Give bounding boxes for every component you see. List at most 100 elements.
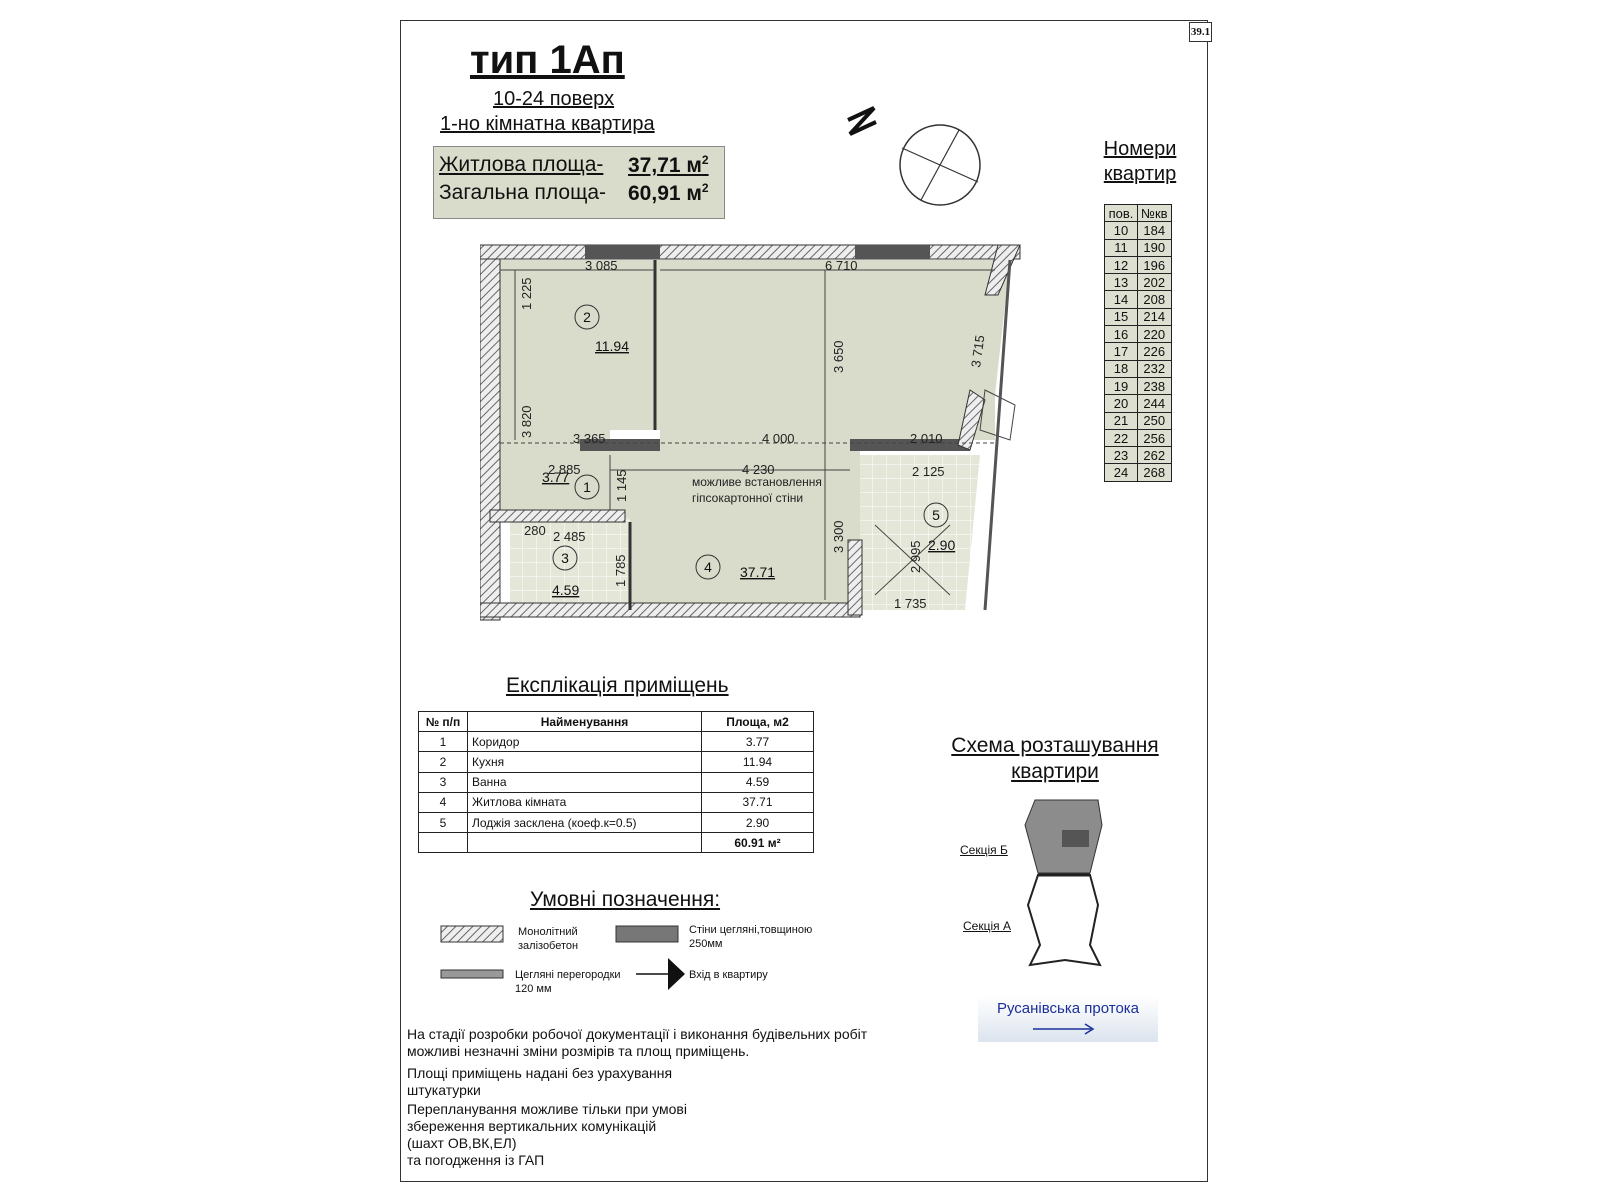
- apartment-number-cell: 262: [1137, 446, 1172, 465]
- legend-symbols: [440, 925, 685, 990]
- building-schema: [1024, 799, 1103, 967]
- floor-cell: 17: [1104, 342, 1138, 361]
- living-room: [660, 260, 995, 440]
- river-flow-arrow-icon: [1033, 1023, 1095, 1035]
- north-letter-icon: [847, 106, 877, 136]
- room-area-cell: 3.77: [701, 731, 814, 753]
- room-area-1: 3.77: [542, 469, 569, 485]
- river-indicator: Русанівська протока: [978, 996, 1158, 1042]
- floor-cell: 18: [1104, 359, 1138, 378]
- apartment-marker: [1062, 830, 1089, 847]
- dimension-label: 1 225: [519, 277, 534, 310]
- table-header-row: № п/п Найменування Площа, м2: [418, 710, 814, 733]
- floor-cell: 19: [1104, 376, 1138, 396]
- apartment-number-cell: 256: [1137, 428, 1172, 448]
- unit-power: 2: [701, 181, 709, 195]
- dimension-label: 4 230: [742, 462, 775, 477]
- floor-cell: 13: [1104, 273, 1138, 292]
- floor-cell: 24: [1104, 463, 1138, 482]
- kitchen-room: [500, 260, 660, 430]
- entrance-symbol-icon: [668, 958, 685, 990]
- floor-cell: 14: [1104, 290, 1138, 309]
- apartment-numbers-title: Номери квартир: [1103, 138, 1177, 185]
- dimension-label: 2 885: [548, 462, 581, 477]
- plan-title: тип 1Ап: [470, 38, 625, 82]
- floor-cell: 22: [1104, 428, 1138, 448]
- dimension-label: 2 010: [910, 431, 943, 446]
- unit-power: 2: [701, 153, 709, 167]
- room-number-5: 5: [932, 507, 940, 523]
- row-number-cell: 4: [418, 791, 468, 813]
- river-label: Русанівська протока: [996, 1000, 1140, 1017]
- room-number-4: 4: [704, 559, 712, 575]
- dimension-label: 2 125: [912, 464, 945, 479]
- total-area-label: Загальна площа-: [439, 181, 607, 204]
- apartment-number-cell: 208: [1137, 290, 1172, 309]
- dimension-label: 1 735: [894, 596, 927, 611]
- apartment-number-cell: 214: [1137, 307, 1172, 327]
- room-number-3: 3: [561, 550, 569, 566]
- note-changes: На стадії розробки робочої документації …: [407, 1026, 868, 1059]
- room-name-cell: Ванна: [467, 771, 702, 793]
- row-number-cell: 1: [418, 731, 468, 753]
- apartment-number-cell: 238: [1137, 376, 1172, 396]
- total-row: 60.91 м²: [418, 832, 814, 854]
- room-area-cell: 2.90: [701, 811, 814, 834]
- apartment-number-cell: 184: [1137, 221, 1172, 240]
- dimension-label: 4 000: [762, 431, 795, 446]
- room-number-2: 2: [583, 309, 591, 325]
- room-area-cell: 4.59: [701, 771, 814, 793]
- dimension-label: 3 365: [573, 431, 606, 446]
- room-area-5: 2.90: [928, 537, 955, 553]
- dimension-label: 3 650: [831, 340, 846, 373]
- apartment-number-cell: 226: [1137, 342, 1172, 361]
- dimension-label: 3 085: [585, 258, 618, 273]
- apartment-number-cell: 244: [1137, 394, 1172, 413]
- dimension-label: 3 715: [968, 334, 987, 368]
- legend-title: Умовні позначення:: [530, 888, 721, 911]
- apartment-number-cell: 250: [1137, 411, 1172, 430]
- living-area: Житлова площа- 37,71 м2: [439, 153, 709, 177]
- dimension-label: 6 710: [825, 258, 858, 273]
- apartment-number-cell: 220: [1137, 325, 1172, 344]
- total-area-cell: 60.91 м²: [701, 832, 814, 854]
- area-summary: Житлова площа- 37,71 м2 Загальна площа- …: [433, 146, 725, 219]
- explication-title: Експлікація приміщень: [506, 674, 729, 697]
- section-a-shape: [1026, 874, 1102, 967]
- floor-cell: 15: [1104, 307, 1138, 327]
- dimension-label: 2 995: [908, 540, 923, 573]
- apartment-number-cell: 202: [1137, 273, 1172, 292]
- living-area-label: Житлова площа-: [439, 153, 604, 176]
- floors-range: 10-24 поверх: [493, 88, 615, 110]
- floor-cell: 23: [1104, 446, 1138, 465]
- floor-cell: 20: [1104, 394, 1138, 413]
- room-area-4: 37.71: [740, 564, 775, 580]
- floor-cell: 21: [1104, 411, 1138, 430]
- living-area-value: 37,71 м2: [628, 153, 709, 177]
- room-name-cell: Житлова кімната: [467, 791, 702, 813]
- floor-cell: 16: [1104, 325, 1138, 344]
- bathroom-room: [510, 518, 630, 610]
- row-number-cell: 2: [418, 751, 468, 773]
- section-a-label: Секція А: [963, 919, 1011, 933]
